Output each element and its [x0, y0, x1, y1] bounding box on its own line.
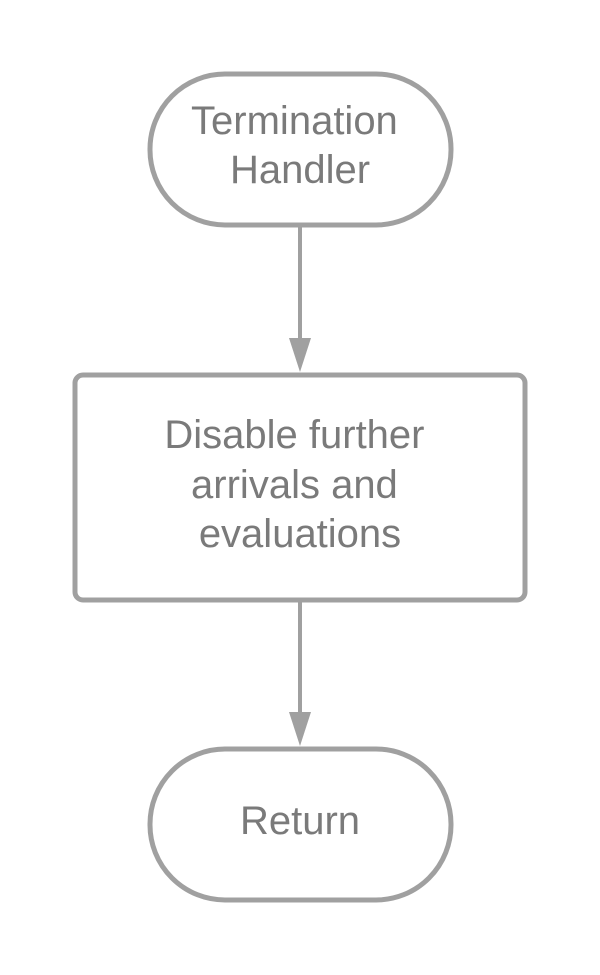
terminator-shape [147, 71, 454, 228]
node-label-line: evaluations [199, 512, 401, 556]
node-termination-handler: Termination Handler [147, 71, 454, 228]
edge-start-to-process [289, 226, 311, 372]
node-disable-arrivals: Disable further arrivals and evaluations [72, 372, 528, 603]
arrowhead-icon [289, 712, 311, 746]
node-label-line: Handler [230, 148, 370, 192]
terminator-shape [147, 746, 454, 903]
node-label: Disable further arrivals and evaluations [164, 413, 435, 556]
node-label-line: Termination [191, 99, 398, 143]
node-label: Return [240, 799, 360, 843]
node-label: Termination Handler [191, 99, 409, 192]
node-label-line: arrivals and [191, 463, 398, 507]
node-label-line: Disable further [164, 413, 424, 457]
node-return: Return [147, 746, 454, 903]
process-shape [72, 372, 528, 603]
arrowhead-icon [289, 338, 311, 372]
node-label-line: Return [240, 799, 360, 843]
edge-process-to-end [289, 601, 311, 746]
